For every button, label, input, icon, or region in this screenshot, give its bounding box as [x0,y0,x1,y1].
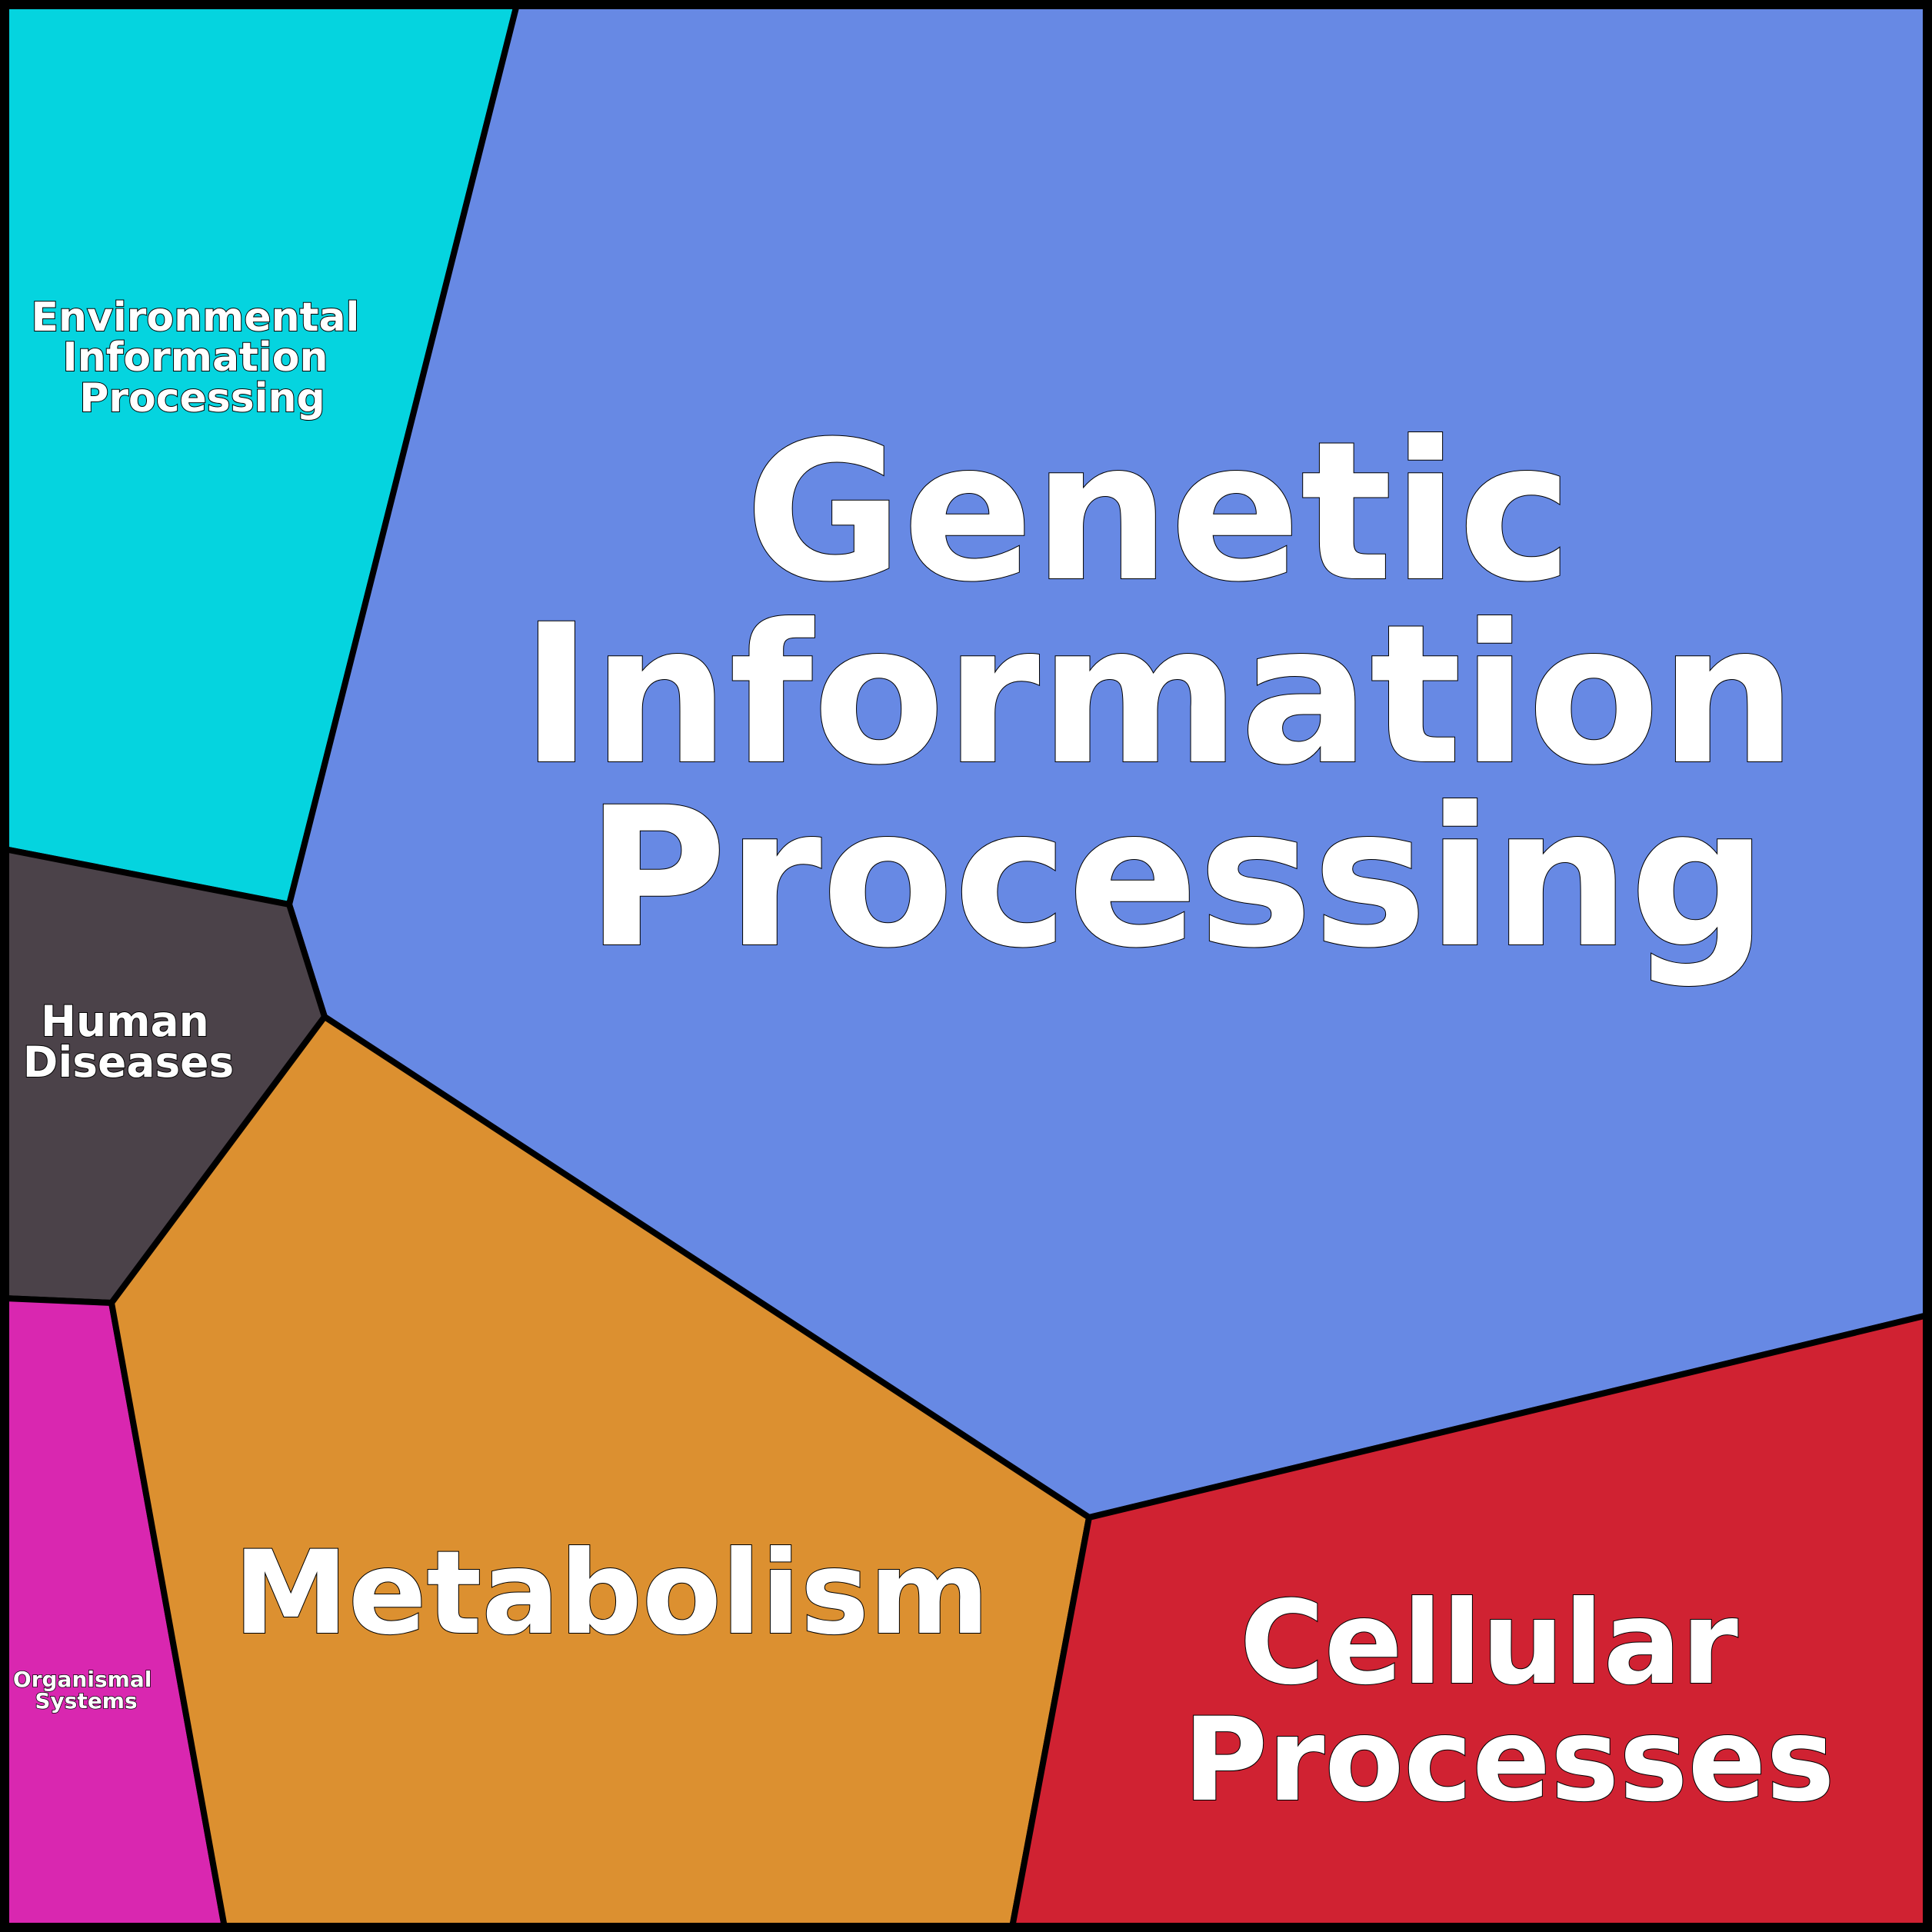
label-metabolism: Metabolism [234,1527,990,1661]
label-cellular-processes: Cellular Processes [1183,1577,1834,1827]
label-line: Organismal [13,1667,152,1692]
label-line: Processing [586,766,1767,990]
label-line: Environmental [31,295,359,341]
label-genetic-information-processing: Genetic Information Processing [521,400,1864,990]
label-line: Processing [79,375,325,421]
label-line: Information [62,335,328,381]
label-organismal-systems: Organismal Systems [13,1667,159,1714]
label-line: Systems [35,1688,137,1714]
label-environmental-information-processing: Environmental Information Processing [31,295,373,421]
label-line: Genetic [745,400,1573,624]
label-line: Cellular [1240,1577,1738,1710]
label-line: Processes [1183,1694,1834,1827]
label-line: Metabolism [234,1527,990,1661]
label-line: Human [41,997,209,1046]
label-line: Information [521,583,1797,807]
label-line: Diseases [23,1038,234,1087]
label-human-diseases: Human Diseases [23,997,234,1087]
